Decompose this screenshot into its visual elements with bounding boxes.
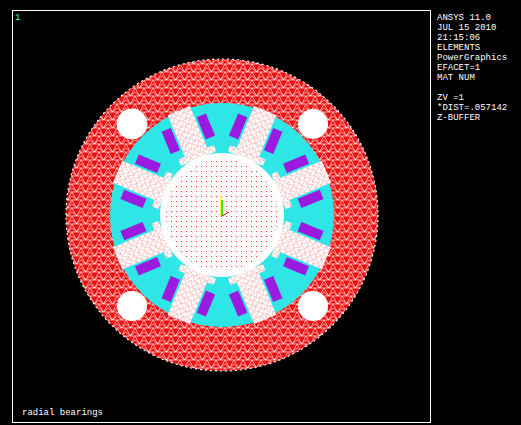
status-text: 21:15:06: [437, 33, 480, 43]
coil: [283, 257, 309, 275]
status-text: JUL 15 2010: [437, 23, 496, 33]
status-text: MAT NUM: [437, 73, 475, 83]
window-number: 1: [15, 13, 20, 23]
air-gap: [160, 153, 284, 277]
coil: [298, 190, 324, 208]
status-text: ANSYS 11.0: [437, 13, 491, 23]
viewport-frame: [13, 11, 431, 423]
coil: [229, 113, 247, 139]
coil: [162, 128, 180, 154]
bolt-hole: [298, 291, 328, 321]
stator-slots: [110, 103, 334, 327]
coil: [283, 155, 309, 173]
coil: [162, 276, 180, 302]
bolt-holes: [117, 109, 328, 321]
bolt-hole: [117, 291, 147, 321]
coil: [264, 128, 282, 154]
coil: [120, 222, 146, 240]
rotor: [166, 159, 278, 271]
coil: [229, 291, 247, 317]
plot-title: radial bearings: [22, 408, 103, 418]
bolt-hole: [117, 109, 147, 139]
bolt-hole: [298, 109, 328, 139]
coil: [298, 222, 324, 240]
coil: [135, 155, 161, 173]
status-text: ELEMENTS: [437, 43, 480, 53]
coil: [120, 190, 146, 208]
status-text: *DIST=.057142: [437, 103, 507, 113]
triad-axis: [222, 212, 229, 216]
coil: [197, 291, 215, 317]
coil: [197, 113, 215, 139]
stator-teeth: [108, 101, 335, 328]
coil: [135, 257, 161, 275]
status-text: EFACET=1: [437, 63, 480, 73]
status-text: Z-BUFFER: [437, 113, 480, 123]
triad-axis: [220, 196, 222, 216]
status-text: PowerGraphics: [437, 53, 507, 63]
housing: [66, 59, 378, 371]
coil: [264, 276, 282, 302]
coordinate-triad: [221, 196, 229, 216]
status-text: ZV =1: [437, 93, 464, 103]
triad-axis: [221, 200, 223, 216]
